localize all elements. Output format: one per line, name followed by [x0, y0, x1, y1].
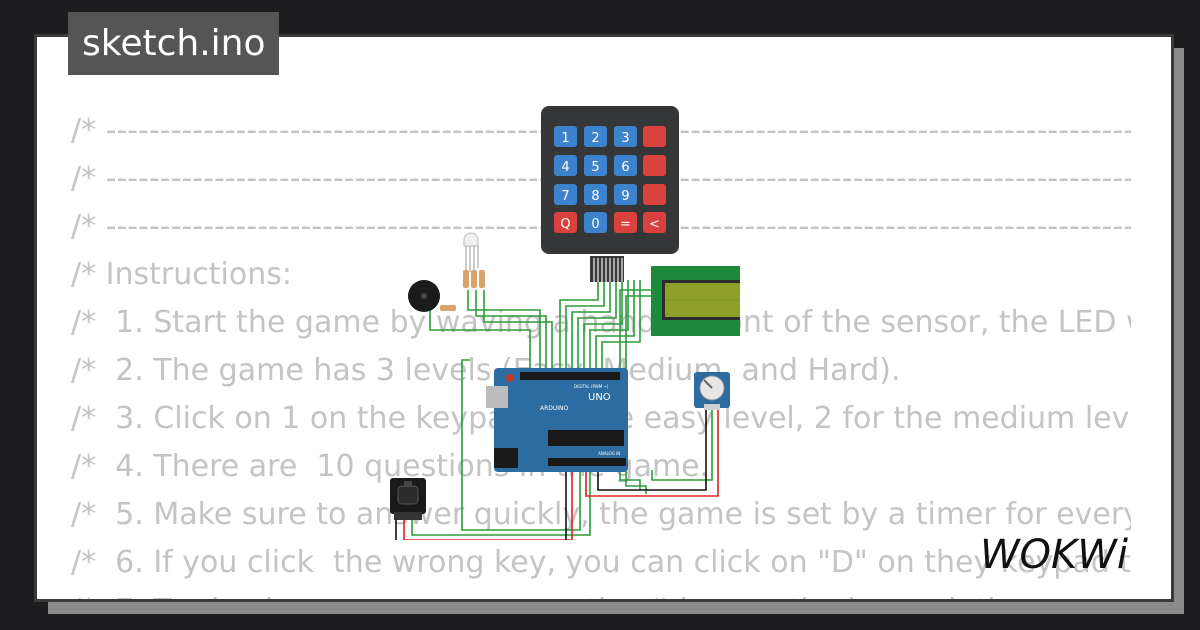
wire-green: [651, 410, 713, 481]
wire-green: [577, 280, 617, 372]
keypad-key[interactable]: [554, 184, 577, 205]
keypad-key[interactable]: [584, 184, 607, 205]
code-line: /* 6. If you click the wrong key, you ca…: [71, 545, 1131, 580]
keypad-key[interactable]: [584, 126, 607, 147]
arduino-brand: ARDUINO: [540, 405, 569, 412]
wire-green: [601, 280, 641, 372]
wire-green: [589, 280, 629, 372]
circuit-diagram: 1 2 3 4 5 6 7 8 9 Q 0 = <: [390, 106, 740, 540]
wire-green: [571, 280, 611, 372]
wire-green: [625, 295, 664, 494]
potentiometer[interactable]: [694, 372, 730, 410]
keypad-key-label: 2: [591, 131, 599, 146]
wire-green: [411, 470, 591, 536]
wire-green: [429, 310, 531, 372]
keypad-key[interactable]: [643, 212, 666, 233]
keypad-key-label: 1: [561, 131, 569, 146]
arduino-header-bottom: ANALOG IN: [598, 451, 620, 456]
keypad-key[interactable]: [554, 155, 577, 176]
code-line: /* 5. Make sure to answer quickly, the g…: [71, 497, 1131, 532]
keypad-key[interactable]: [584, 155, 607, 176]
keypad-key[interactable]: [643, 126, 666, 147]
arduino-header-top: DIGITAL (PWM ~): [574, 384, 609, 389]
wire-green: [583, 280, 623, 372]
wires: [395, 280, 719, 540]
keypad-key-label: =: [620, 217, 631, 232]
keypad-key[interactable]: [643, 184, 666, 205]
keypad-key-label: 9: [621, 189, 629, 204]
wire-green: [461, 359, 581, 531]
wire-green: [595, 280, 635, 372]
wire-green: [467, 290, 541, 372]
wire-green: [619, 289, 658, 490]
lcd-display: [651, 266, 740, 336]
arduino-uno-board[interactable]: UNO ARDUINO DIGITAL (PWM ~) ANALOG IN: [486, 368, 628, 472]
keypad-key[interactable]: [614, 184, 637, 205]
keypad-key-label: 8: [591, 189, 599, 204]
keypad-key[interactable]: [614, 212, 637, 233]
keypad[interactable]: 1 2 3 4 5 6 7 8 9 Q 0 = <: [541, 106, 679, 282]
keypad-key-label: 5: [591, 160, 599, 175]
wire-green: [565, 280, 605, 372]
keypad-key-label: 0: [591, 217, 599, 232]
wokwi-logo: WOKWi: [980, 532, 1128, 576]
wire-black: [597, 410, 707, 491]
resistor-group: [440, 270, 485, 311]
keypad-key[interactable]: [554, 126, 577, 147]
wire-green: [475, 290, 547, 372]
file-tab[interactable]: sketch.ino: [68, 12, 280, 75]
keypad-key-label: 3: [621, 131, 629, 146]
keypad-key[interactable]: [584, 212, 607, 233]
wokwi-logo-text: WOKWi: [980, 532, 1128, 576]
keypad-key-label: Q: [560, 217, 570, 232]
keypad-key[interactable]: [614, 155, 637, 176]
keypad-pins: [593, 258, 623, 282]
wire-red: [403, 470, 573, 540]
keypad-key[interactable]: [614, 126, 637, 147]
keypad-key-label: 7: [561, 189, 569, 204]
buzzer[interactable]: [408, 280, 440, 312]
keypad-key-label: <: [649, 217, 660, 232]
wire-black: [395, 470, 567, 540]
wire-green: [559, 280, 599, 372]
keypad-key[interactable]: [554, 212, 577, 233]
keypad-key[interactable]: [643, 155, 666, 176]
sensor-module[interactable]: [390, 478, 426, 520]
rgb-led[interactable]: [463, 232, 479, 272]
wire-red: [585, 410, 719, 497]
keypad-key-label: 4: [561, 160, 569, 175]
keypad-key-label: 6: [621, 160, 629, 175]
arduino-model: UNO: [588, 392, 611, 403]
keypad-connector: [590, 256, 624, 282]
wire-green: [483, 290, 553, 372]
code-line: /* Instructions:: [71, 257, 292, 292]
code-line: /* 7. To check your answer, press the # …: [71, 587, 1131, 599]
